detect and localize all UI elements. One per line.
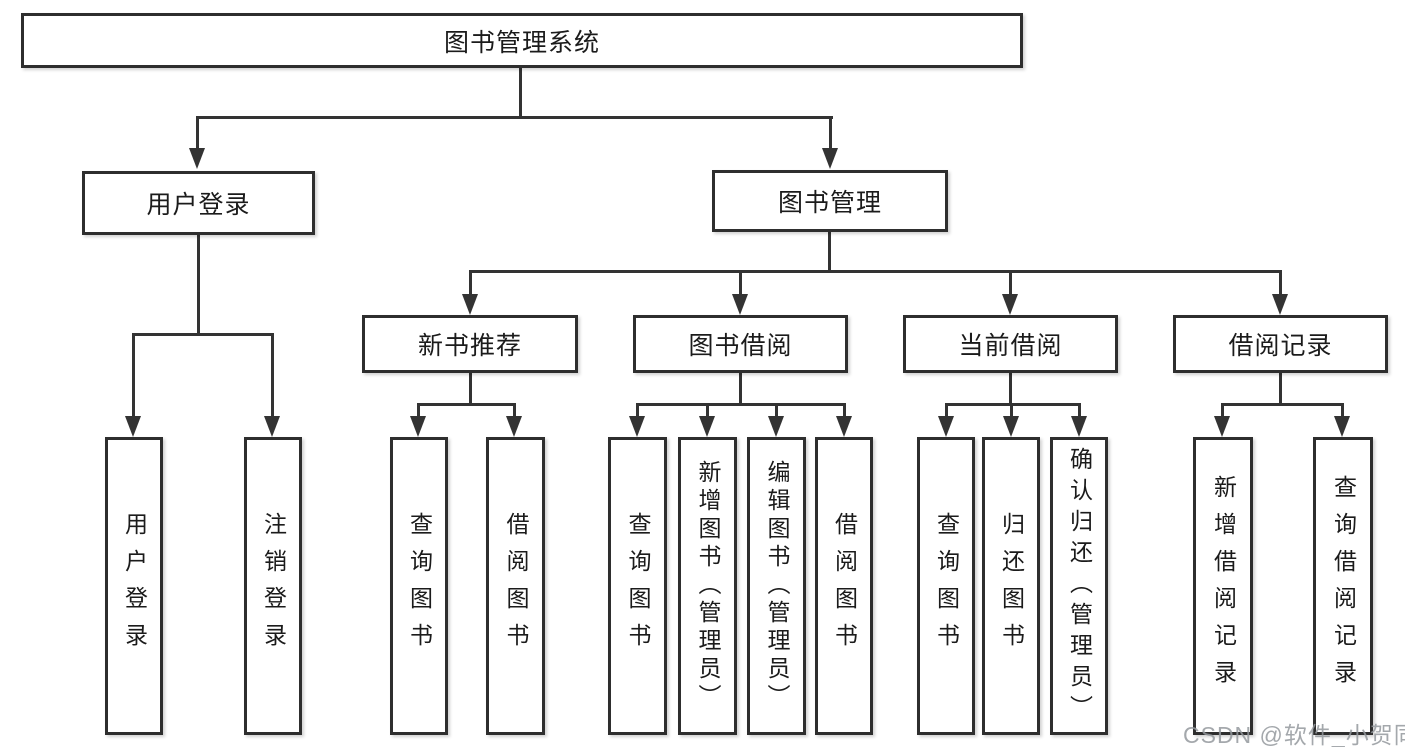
leaf-bb-add-books: 新增图书（管理员） xyxy=(678,437,737,735)
connector-leaf-stem xyxy=(706,403,709,419)
arrowhead-leaf xyxy=(1003,416,1019,437)
connector-to-book-borrow xyxy=(739,270,742,296)
node-borrow-records: 借阅记录 xyxy=(1173,315,1388,373)
node-borrow-records-label: 借阅记录 xyxy=(1228,332,1333,360)
leaf-bb-query-books: 查询图书 xyxy=(608,437,667,735)
connector-to-current-borrow xyxy=(1009,270,1012,296)
node-root-label: 图书管理系统 xyxy=(443,28,600,57)
leaf-cb-query-books-label: 查询图书 xyxy=(933,512,960,660)
node-book-borrow-label: 图书借阅 xyxy=(688,332,793,360)
leaf-br-add-record-label: 新增借阅记录 xyxy=(1210,475,1237,697)
leaf-rec-borrow-books-label: 借阅图书 xyxy=(503,512,529,660)
connector-to-new-book-rec xyxy=(469,270,472,296)
node-current-borrow-label: 当前借阅 xyxy=(958,332,1063,360)
arrowhead-user-login xyxy=(189,148,205,169)
leaf-br-query-record-label: 查询借阅记录 xyxy=(1330,475,1357,697)
leaf-rec-query-books: 查询图书 xyxy=(390,437,448,735)
leaf-cb-return-books-label: 归还图书 xyxy=(998,512,1025,660)
connector-to-leaf-logout xyxy=(271,333,274,417)
node-book-mgmt: 图书管理 xyxy=(712,170,948,232)
node-book-mgmt-label: 图书管理 xyxy=(777,189,882,217)
arrowhead-book-borrow xyxy=(732,294,748,315)
arrowhead-leaf xyxy=(1214,416,1230,437)
arrowhead-leaf xyxy=(699,416,715,437)
arrowhead-book-mgmt xyxy=(822,148,838,169)
connector-new-book-rec-stem xyxy=(469,373,472,405)
arrowhead-leaf-logout xyxy=(264,416,280,437)
connector-leaf-stem xyxy=(775,403,778,419)
arrowhead-leaf xyxy=(629,416,645,437)
connector-bus-user-login xyxy=(132,333,274,336)
connector-leaf-stem xyxy=(1078,403,1081,419)
arrowhead-leaf xyxy=(768,416,784,437)
leaf-bb-edit-books: 编辑图书（管理员） xyxy=(747,437,806,735)
leaf-rec-borrow-books: 借阅图书 xyxy=(486,437,545,735)
connector-book-borrow-stem xyxy=(739,373,742,405)
node-current-borrow: 当前借阅 xyxy=(903,315,1118,373)
connector-to-borrow-records xyxy=(1279,270,1282,296)
connector-leaf-stem xyxy=(843,403,846,419)
connector-leaf-stem xyxy=(1341,403,1344,419)
node-user-login-label: 用户登录 xyxy=(146,191,251,219)
arrowhead-borrow-records xyxy=(1272,294,1288,315)
connector-book-mgmt-stem xyxy=(828,232,831,272)
connector-leaf-stem xyxy=(636,403,639,419)
connector-bus-new-book-rec xyxy=(417,403,516,406)
connector-bus-level3 xyxy=(469,270,1282,273)
leaf-logout: 注销登录 xyxy=(244,437,302,735)
connector-leaf-stem xyxy=(945,403,948,419)
arrowhead-new-book-rec xyxy=(462,294,478,315)
connector-user-login-stem xyxy=(197,235,200,335)
arrowhead-leaf xyxy=(836,416,852,437)
connector-to-user-login xyxy=(196,116,199,150)
leaf-bb-query-books-label: 查询图书 xyxy=(625,512,651,660)
leaf-br-add-record: 新增借阅记录 xyxy=(1193,437,1253,735)
leaf-bb-borrow-books-label: 借阅图书 xyxy=(831,512,858,660)
arrowhead-leaf xyxy=(938,416,954,437)
leaf-cb-confirm-return: 确认归还（管理员） xyxy=(1050,437,1108,735)
leaf-cb-confirm-return-label: 确认归还（管理员） xyxy=(1066,446,1093,726)
arrowhead-leaf xyxy=(410,416,426,437)
connector-leaf-stem xyxy=(417,403,420,419)
connector-borrow-records-stem xyxy=(1279,373,1282,405)
node-book-borrow: 图书借阅 xyxy=(633,315,848,373)
connector-bus-level2 xyxy=(196,116,833,119)
leaf-bb-edit-books-label: 编辑图书（管理员） xyxy=(764,460,790,712)
leaf-bb-add-books-label: 新增图书（管理员） xyxy=(695,460,721,712)
watermark-text: CSDN @软件_小贺同学 xyxy=(1183,722,1405,747)
connector-bus-borrow-records xyxy=(1221,403,1344,406)
leaf-cb-return-books: 归还图书 xyxy=(982,437,1040,735)
leaf-bb-borrow-books: 借阅图书 xyxy=(815,437,873,735)
leaf-user-login: 用户登录 xyxy=(105,437,163,735)
arrowhead-leaf-user-login xyxy=(125,416,141,437)
connector-leaf-stem xyxy=(1221,403,1224,419)
leaf-rec-query-books-label: 查询图书 xyxy=(406,512,433,660)
node-root: 图书管理系统 xyxy=(21,13,1023,68)
leaf-logout-label: 注销登录 xyxy=(260,512,287,660)
arrowhead-leaf xyxy=(506,416,522,437)
connector-current-borrow-stem xyxy=(1009,373,1012,405)
node-new-book-rec: 新书推荐 xyxy=(362,315,578,373)
connector-bus-book-borrow xyxy=(636,403,846,406)
arrowhead-current-borrow xyxy=(1002,294,1018,315)
connector-to-leaf-user-login xyxy=(132,333,135,417)
leaf-br-query-record: 查询借阅记录 xyxy=(1313,437,1373,735)
node-new-book-rec-label: 新书推荐 xyxy=(417,332,522,360)
arrowhead-leaf xyxy=(1071,416,1087,437)
leaf-user-login-label: 用户登录 xyxy=(121,512,148,660)
arrowhead-leaf xyxy=(1334,416,1350,437)
connector-to-book-mgmt xyxy=(829,116,832,150)
node-user-login: 用户登录 xyxy=(82,171,315,235)
connector-leaf-stem xyxy=(1010,403,1013,419)
connector-bus-current-borrow xyxy=(945,403,1081,406)
connector-root-stem xyxy=(519,68,522,118)
connector-leaf-stem xyxy=(513,403,516,419)
leaf-cb-query-books: 查询图书 xyxy=(917,437,975,735)
